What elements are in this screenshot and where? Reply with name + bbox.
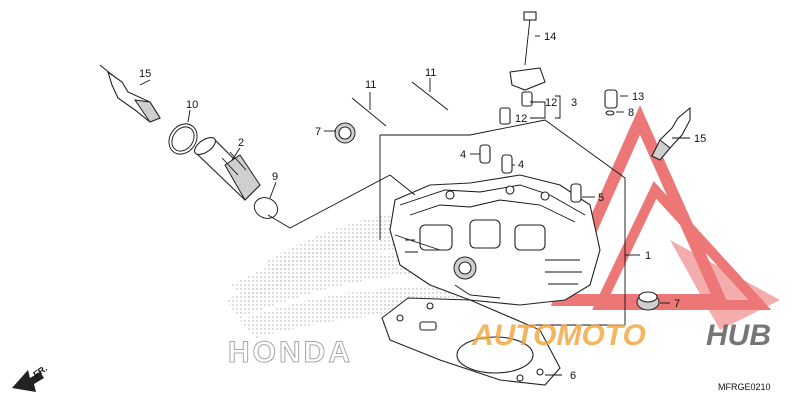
- callout-4-right: 4: [518, 159, 524, 171]
- front-arrow: FR.: [12, 363, 49, 392]
- stud-bolt: [351, 81, 449, 127]
- callout-8: 8: [628, 107, 634, 119]
- spark-plug-tube: [194, 136, 261, 201]
- callout-labels: 15 10 2 9 7 11 11 14 12 3 12 13 8 15 4 4…: [139, 31, 706, 382]
- callout-2: 2: [238, 137, 244, 149]
- spark-plug-right: [651, 106, 691, 161]
- callout-12-b: 12: [515, 113, 527, 125]
- leader-lines: [139, 35, 690, 376]
- honda-watermark-text: HONDA: [228, 336, 353, 369]
- callout-15-left: 15: [139, 68, 151, 80]
- callout-5: 5: [598, 192, 604, 204]
- sealing-cap-lower: [636, 291, 660, 311]
- site-watermark-part2: HUB: [706, 319, 771, 352]
- site-watermark: AUTOMOTO HUB: [471, 319, 771, 352]
- callout-7-upper: 7: [315, 126, 321, 138]
- callout-11-a: 11: [365, 79, 376, 91]
- head-gasket: [381, 297, 561, 386]
- cam-chain-guide: [499, 11, 546, 125]
- callout-12-a: 12: [545, 97, 557, 109]
- assembly-outline: [379, 119, 626, 326]
- site-watermark-part1: AUTOMOTO: [471, 319, 646, 352]
- pin-13: [604, 89, 618, 116]
- dowel-pin-5: [570, 183, 582, 203]
- callout-7-lower: 7: [674, 298, 680, 310]
- callout-3: 3: [571, 97, 577, 109]
- callout-15-right: 15: [694, 133, 706, 145]
- callout-6: 6: [570, 370, 576, 382]
- callout-1: 1: [645, 250, 651, 262]
- sealing-cap-upper: [334, 122, 356, 144]
- cylinder-head: [389, 174, 601, 306]
- diagram-code: MFRGE0210: [718, 382, 771, 392]
- callout-14: 14: [544, 31, 556, 43]
- callout-4-left: 4: [460, 149, 466, 161]
- dowel-pins: [479, 144, 513, 174]
- o-ring-10: [168, 123, 198, 155]
- spark-plug-left: [99, 64, 161, 123]
- callout-9: 9: [272, 171, 278, 183]
- callout-13: 13: [632, 91, 644, 103]
- callout-11-b: 11: [425, 67, 436, 79]
- callout-10: 10: [186, 99, 198, 111]
- o-ring-9: [253, 197, 279, 219]
